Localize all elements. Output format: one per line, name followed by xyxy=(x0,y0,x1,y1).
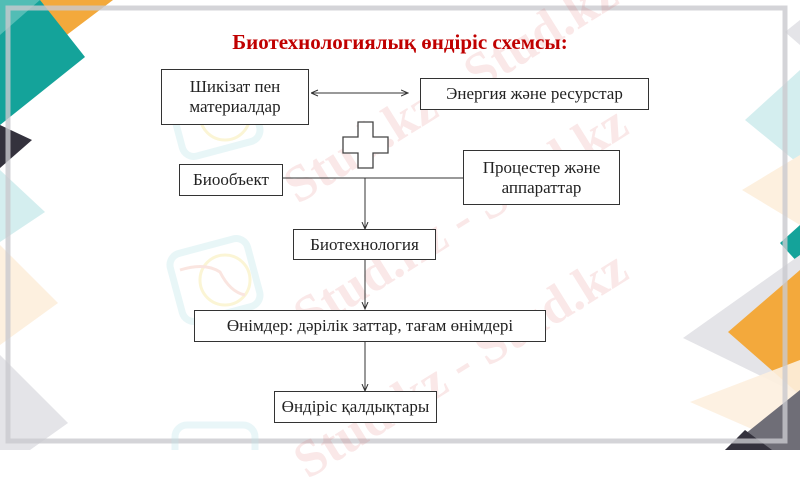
node-biotechnology: Биотехнология xyxy=(293,229,436,260)
dark-triangle-left xyxy=(0,125,32,168)
node-raw-materials-line1: Шикізат пен xyxy=(189,77,281,96)
node-raw-materials: Шикізат пен материалдар xyxy=(161,69,309,125)
node-processes-apparatus: Процестер және аппараттар xyxy=(463,150,620,205)
light-gray-triangle-left xyxy=(0,355,68,450)
node-biotechnology-label: Биотехнология xyxy=(310,234,419,254)
teal-triangle-top-left xyxy=(0,0,85,125)
node-products-label: Өнімдер: дәрілік заттар, тағам өнімдері xyxy=(226,316,514,335)
teal-triangle-right xyxy=(780,225,800,265)
node-raw-materials-line2: материалдар xyxy=(189,97,281,116)
node-bioobject-label: Биообъект xyxy=(193,170,269,189)
node-waste-label: Өндіріс қалдықтары xyxy=(281,397,430,416)
light-orange-triangle-left xyxy=(0,245,58,345)
slide-title: Биотехнологиялық өндіріс схемсы: xyxy=(232,30,568,54)
background-decoration xyxy=(0,0,800,450)
light-teal-triangle-left xyxy=(0,170,45,242)
node-processes-line1: Процестер және xyxy=(482,157,601,177)
logo-watermark-icon xyxy=(166,70,264,450)
light-gray-triangle-top-right xyxy=(785,20,800,45)
node-processes-line2: аппараттар xyxy=(501,177,582,197)
node-energy-label: Энергия және ресурстар xyxy=(446,84,623,103)
slide-frame xyxy=(5,5,788,444)
node-energy-resources: Энергия және ресурстар xyxy=(420,78,649,110)
light-teal-triangle-right xyxy=(745,70,800,165)
node-bioobject: Биообъект xyxy=(179,164,283,196)
light-orange-triangle-right xyxy=(742,155,800,225)
node-products: Өнімдер: дәрілік заттар, тағам өнімдері xyxy=(194,310,546,342)
node-production-waste: Өндіріс қалдықтары xyxy=(274,391,437,423)
orange-triangle-right xyxy=(728,270,800,395)
